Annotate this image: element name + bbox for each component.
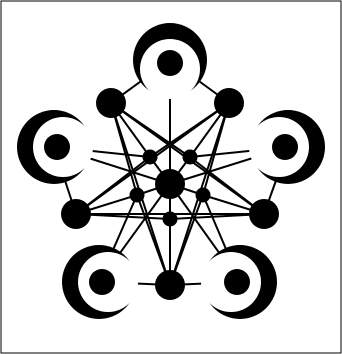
outer-node bbox=[155, 270, 185, 300]
crescent-center-dot bbox=[272, 134, 298, 160]
crescent-center-dot bbox=[224, 269, 250, 295]
inner-node bbox=[163, 212, 178, 227]
inner-node bbox=[196, 188, 211, 203]
inner-node bbox=[143, 150, 158, 165]
hub-node bbox=[155, 169, 185, 199]
outer-node bbox=[249, 199, 279, 229]
outer-node bbox=[214, 88, 244, 118]
crescent-center-dot bbox=[157, 50, 183, 76]
crescent-center-dot bbox=[89, 269, 115, 295]
crescent-center-dot bbox=[44, 134, 70, 160]
outer-node bbox=[61, 199, 91, 229]
inner-node bbox=[130, 188, 145, 203]
outer-node bbox=[96, 88, 126, 118]
inner-node bbox=[183, 150, 198, 165]
